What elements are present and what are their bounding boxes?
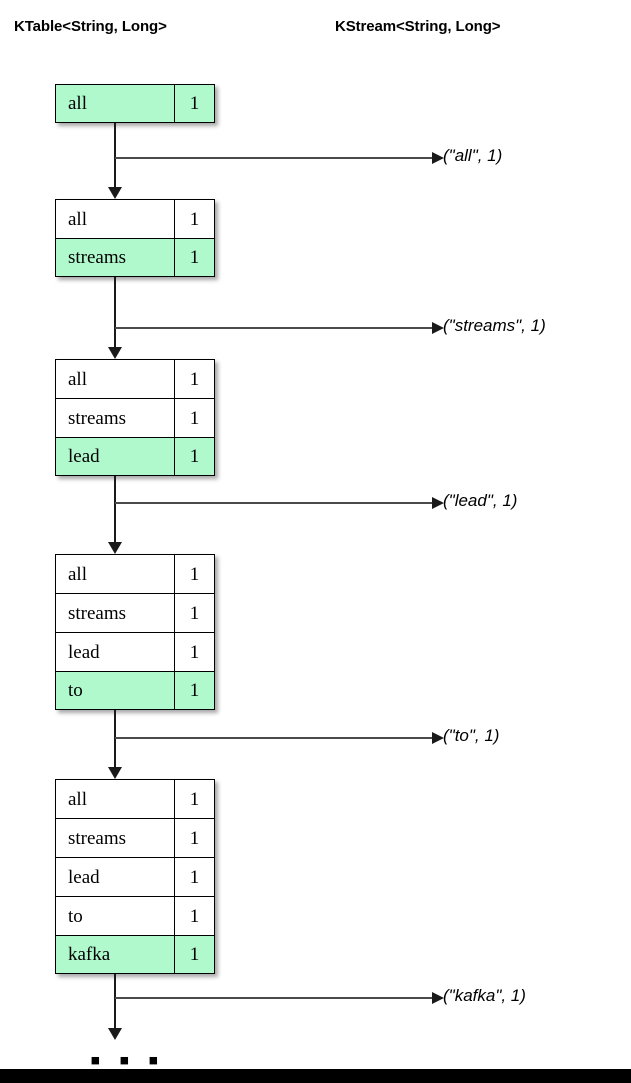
table-row: all 1 bbox=[55, 359, 215, 398]
emit-connector-line bbox=[115, 997, 432, 999]
downstream-arrow-head bbox=[108, 187, 122, 199]
emit-arrow-head bbox=[432, 991, 444, 1004]
row-key: streams bbox=[68, 247, 127, 268]
ktable-state-4: all 1 streams 1 lead 1 to 1 bbox=[55, 554, 215, 710]
row-value: 1 bbox=[174, 555, 214, 593]
downstream-connector-line bbox=[114, 476, 116, 544]
downstream-connector-line bbox=[114, 974, 116, 1030]
row-value: 1 bbox=[174, 780, 214, 818]
downstream-connector-line bbox=[114, 710, 116, 769]
row-value: 1 bbox=[174, 399, 214, 437]
table-row: lead 1 bbox=[55, 632, 215, 671]
table-row: streams 1 bbox=[55, 238, 215, 277]
ktable-state-1: all 1 bbox=[55, 84, 215, 123]
emitted-record-label: ("kafka", 1) bbox=[443, 986, 526, 1005]
row-key: streams bbox=[68, 827, 127, 849]
row-value: 1 bbox=[174, 936, 214, 973]
row-value: 1 bbox=[174, 858, 214, 896]
table-row: streams 1 bbox=[55, 398, 215, 437]
emit-connector-line bbox=[115, 502, 432, 504]
emit-arrow-head bbox=[432, 151, 444, 164]
table-row: streams 1 bbox=[55, 593, 215, 632]
ktable-state-5: all 1 streams 1 lead 1 to 1 kafka 1 bbox=[55, 779, 215, 974]
row-value: 1 bbox=[174, 819, 214, 857]
ktable-state-3: all 1 streams 1 lead 1 bbox=[55, 359, 215, 476]
row-key: all bbox=[68, 788, 87, 810]
downstream-connector-line bbox=[114, 277, 116, 349]
emit-connector-line bbox=[115, 157, 432, 159]
ktable-state-2: all 1 streams 1 bbox=[55, 199, 215, 277]
row-key: all bbox=[68, 368, 87, 390]
emitted-record-label: ("streams", 1) bbox=[443, 316, 546, 335]
row-key: lead bbox=[68, 866, 100, 888]
row-key: all bbox=[68, 208, 87, 230]
emit-arrow-head bbox=[432, 496, 444, 509]
kstream-column-heading: KStream<String, Long> bbox=[335, 18, 501, 35]
downstream-arrow-head bbox=[108, 1028, 122, 1040]
row-key: streams bbox=[68, 602, 127, 624]
row-value: 1 bbox=[174, 438, 214, 475]
row-key: kafka bbox=[68, 944, 111, 965]
downstream-arrow-head bbox=[108, 767, 122, 779]
downstream-arrow-head bbox=[108, 542, 122, 554]
row-key: to bbox=[68, 905, 83, 927]
emitted-record-label: ("lead", 1) bbox=[443, 491, 518, 510]
row-key: lead bbox=[68, 446, 100, 467]
table-row: lead 1 bbox=[55, 437, 215, 476]
row-key: to bbox=[68, 680, 83, 701]
row-value: 1 bbox=[174, 594, 214, 632]
emitted-record-label: ("all", 1) bbox=[443, 146, 503, 165]
row-key: all bbox=[68, 93, 87, 114]
emit-connector-line bbox=[115, 737, 432, 739]
row-key: all bbox=[68, 563, 87, 585]
table-row: all 1 bbox=[55, 554, 215, 593]
downstream-arrow-head bbox=[108, 347, 122, 359]
row-value: 1 bbox=[174, 200, 214, 238]
table-row: all 1 bbox=[55, 199, 215, 238]
emit-arrow-head bbox=[432, 321, 444, 334]
ktable-column-heading: KTable<String, Long> bbox=[14, 18, 167, 35]
row-value: 1 bbox=[174, 360, 214, 398]
table-row: to 1 bbox=[55, 896, 215, 935]
table-row: kafka 1 bbox=[55, 935, 215, 974]
row-value: 1 bbox=[174, 239, 214, 276]
table-row: lead 1 bbox=[55, 857, 215, 896]
bottom-bar bbox=[0, 1069, 631, 1083]
table-row: to 1 bbox=[55, 671, 215, 710]
row-key: streams bbox=[68, 407, 127, 429]
downstream-connector-line bbox=[114, 123, 116, 189]
emitted-record-label: ("to", 1) bbox=[443, 726, 500, 745]
row-value: 1 bbox=[174, 633, 214, 671]
table-row: streams 1 bbox=[55, 818, 215, 857]
emit-arrow-head bbox=[432, 731, 444, 744]
row-value: 1 bbox=[174, 672, 214, 709]
row-value: 1 bbox=[174, 897, 214, 935]
row-key: lead bbox=[68, 641, 100, 663]
table-row: all 1 bbox=[55, 779, 215, 818]
row-value: 1 bbox=[174, 85, 214, 122]
emit-connector-line bbox=[115, 327, 432, 329]
table-row: all 1 bbox=[55, 84, 215, 123]
